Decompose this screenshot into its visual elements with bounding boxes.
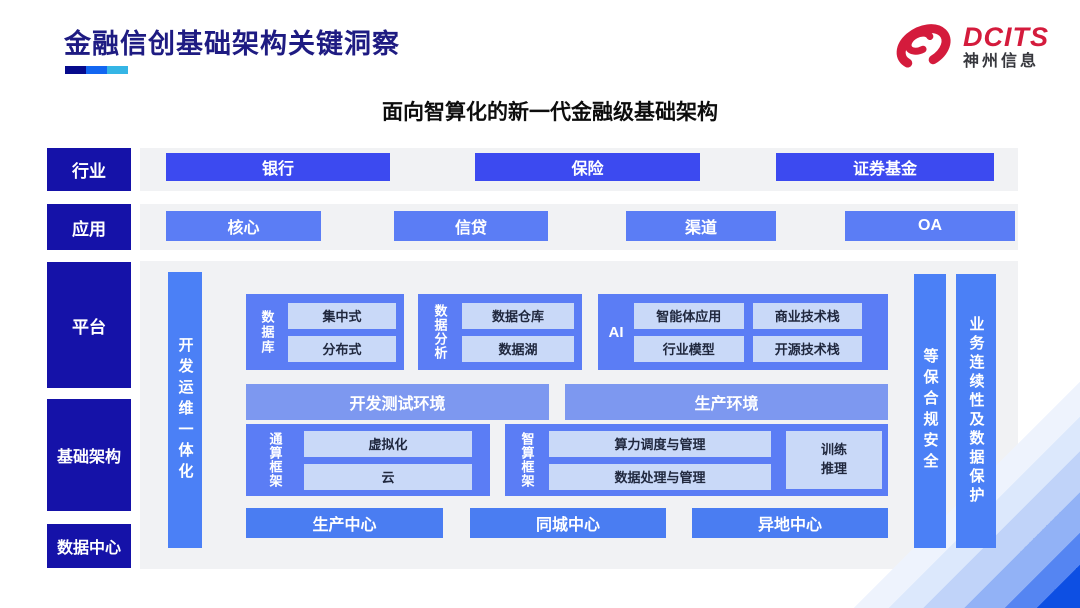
training-inference-box: 训练 推理: [786, 431, 882, 489]
sidebar-label-application: 应用: [47, 204, 131, 250]
page-title: 金融信创基础架构关键洞察: [64, 29, 400, 59]
analytics-item-data-warehouse: 数据仓库: [462, 302, 574, 329]
ai-item-commercial-stack: 商业技术栈: [752, 302, 862, 329]
intelligent-compute-framework-group: 智算框架 算力调度与管理 数据处理与管理 训练 推理: [505, 424, 888, 496]
database-item-centralized: 集中式: [288, 302, 396, 329]
sidebar-label-datacenter: 数据中心: [47, 524, 131, 568]
general-compute-framework-group: 通算框架 虚拟化 云: [246, 424, 490, 496]
intelligent-compute-items: 算力调度与管理 数据处理与管理: [549, 430, 771, 490]
database-group-items: 集中式 分布式: [288, 302, 396, 362]
devops-integration-bar: 开发运维一体化: [168, 272, 202, 548]
ai-group-label: AI: [608, 323, 624, 341]
general-compute-framework-label: 通算框架: [267, 432, 283, 488]
ai-item-industry-models: 行业模型: [634, 335, 744, 362]
database-item-distributed: 分布式: [288, 335, 396, 362]
underline-segment-dark: [65, 66, 86, 74]
dcits-swirl-icon: [896, 24, 951, 68]
intelligent-item-compute-scheduling: 算力调度与管理: [549, 430, 771, 457]
industry-box-bank: 银行: [166, 153, 390, 181]
general-compute-items: 虚拟化 云: [304, 430, 472, 490]
samecity-center-box: 同城中心: [470, 508, 666, 538]
underline-segment-mid: [86, 66, 107, 74]
industry-box-insurance: 保险: [475, 153, 700, 181]
intelligent-item-data-processing: 数据处理与管理: [549, 463, 771, 490]
underline-segment-light: [107, 66, 128, 74]
intelligent-compute-framework-label: 智算框架: [519, 432, 535, 488]
app-box-channel: 渠道: [626, 211, 776, 241]
general-item-cloud: 云: [304, 463, 472, 490]
ai-group: AI 智能体应用 商业技术栈 行业模型 开源技术栈: [598, 294, 888, 370]
production-center-box: 生产中心: [246, 508, 443, 538]
app-box-credit: 信贷: [394, 211, 548, 241]
database-group: 数据库 集中式 分布式: [246, 294, 404, 370]
general-item-virtualization: 虚拟化: [304, 430, 472, 457]
app-box-oa: OA: [845, 211, 1015, 241]
industry-box-securities-fund: 证券基金: [776, 153, 994, 181]
analytics-item-data-lake: 数据湖: [462, 335, 574, 362]
ai-group-items: 智能体应用 商业技术栈 行业模型 开源技术栈: [634, 302, 862, 362]
logo-company: 神州信息: [963, 52, 1040, 70]
devtest-environment-bar: 开发测试环境: [246, 384, 549, 420]
diagram-subtitle: 面向智算化的新一代金融级基础架构: [382, 101, 718, 124]
data-analytics-group-items: 数据仓库 数据湖: [462, 302, 574, 362]
sidebar-label-industry: 行业: [47, 148, 131, 191]
ai-item-opensource-stack: 开源技术栈: [752, 335, 862, 362]
logo-text: DCITS 神州信息: [963, 23, 1049, 70]
remote-center-box: 异地中心: [692, 508, 888, 538]
dcits-logo: DCITS 神州信息: [890, 18, 1049, 76]
title-underline: [65, 66, 128, 74]
sidebar-label-infrastructure: 基础架构: [47, 399, 131, 511]
data-analytics-group: 数据分析 数据仓库 数据湖: [418, 294, 582, 370]
security-compliance-bar: 等保合规安全: [914, 274, 946, 548]
continuity-data-protection-bar: 业务连续性及数据保护: [956, 274, 996, 548]
sidebar-label-platform: 平台: [47, 262, 131, 388]
production-environment-bar: 生产环境: [565, 384, 888, 420]
logo-brand: DCITS: [963, 22, 1049, 53]
data-analytics-group-label: 数据分析: [432, 304, 448, 360]
app-box-core: 核心: [166, 211, 321, 241]
ai-item-agent-apps: 智能体应用: [634, 302, 744, 329]
database-group-label: 数据库: [259, 309, 275, 355]
